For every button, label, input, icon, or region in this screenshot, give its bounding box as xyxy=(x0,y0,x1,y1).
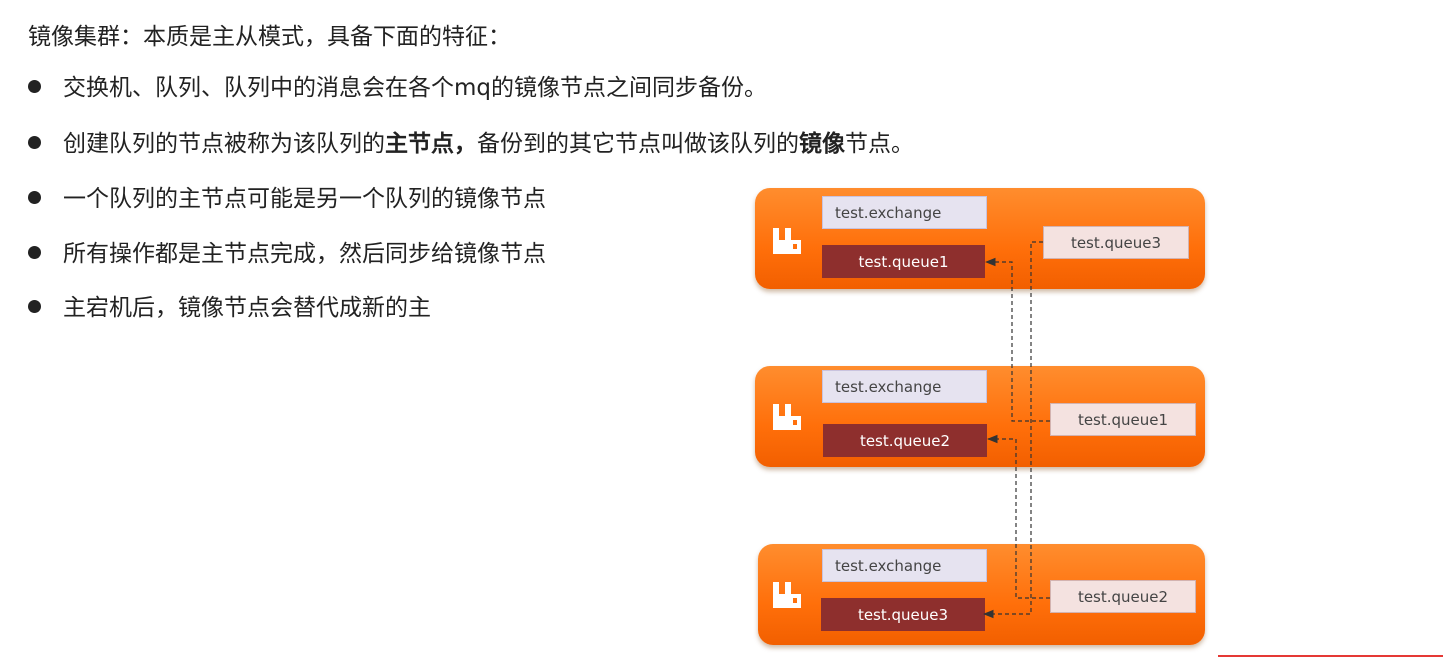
feature-item-4: 所有操作都是主节点完成，然后同步给镜像节点 xyxy=(28,234,546,274)
bullet-dot-icon xyxy=(28,191,41,204)
feature-text: 主宕机后，镜像节点会替代成新的主 xyxy=(63,295,431,321)
rabbitmq-node-2: test.exchange test.queue2 test.queue1 xyxy=(755,366,1205,467)
bullet-dot-icon xyxy=(28,80,41,93)
bottom-accent-line xyxy=(1218,655,1443,657)
feature-text-mid: 备份到的其它节点叫做该队列的 xyxy=(477,131,799,157)
rabbitmq-node-1: test.exchange test.queue1 test.queue3 xyxy=(755,188,1205,289)
bullet-dot-icon xyxy=(28,246,41,259)
feature-item-3: 一个队列的主节点可能是另一个队列的镜像节点 xyxy=(28,179,546,219)
rabbitmq-node-3: test.exchange test.queue3 test.queue2 xyxy=(758,544,1205,645)
feature-text: 一个队列的主节点可能是另一个队列的镜像节点 xyxy=(63,186,546,212)
feature-item-1: 交换机、队列、队列中的消息会在各个mq的镜像节点之间同步备份。 xyxy=(28,68,767,108)
master-queue-box: test.queue3 xyxy=(821,598,985,631)
feature-bold-master: 主节点， xyxy=(385,131,477,157)
feature-text-post: 节点。 xyxy=(845,131,914,157)
rabbitmq-logo-icon xyxy=(773,582,801,608)
feature-text: 所有操作都是主节点完成，然后同步给镜像节点 xyxy=(63,241,546,267)
feature-item-5: 主宕机后，镜像节点会替代成新的主 xyxy=(28,288,431,328)
feature-text: 创建队列的节点被称为该队列的 xyxy=(63,131,385,157)
mirror-queue-box: test.queue1 xyxy=(1050,403,1196,436)
exchange-box: test.exchange xyxy=(822,549,987,582)
master-queue-box: test.queue1 xyxy=(822,245,985,278)
rabbitmq-logo-icon xyxy=(773,228,801,254)
feature-item-2: 创建队列的节点被称为该队列的主节点，备份到的其它节点叫做该队列的镜像节点。 xyxy=(28,124,914,164)
bullet-dot-icon xyxy=(28,136,41,149)
exchange-box: test.exchange xyxy=(822,370,987,403)
mirror-queue-box: test.queue2 xyxy=(1050,580,1196,613)
bullet-dot-icon xyxy=(28,300,41,313)
feature-text: 交换机、队列、队列中的消息会在各个mq的镜像节点之间同步备份。 xyxy=(63,75,768,101)
feature-bold-mirror: 镜像 xyxy=(799,131,845,157)
mirror-queue-box: test.queue3 xyxy=(1043,226,1189,259)
rabbitmq-logo-icon xyxy=(773,404,801,430)
exchange-box: test.exchange xyxy=(822,196,987,229)
page-heading: 镜像集群：本质是主从模式，具备下面的特征： xyxy=(28,24,511,50)
master-queue-box: test.queue2 xyxy=(823,424,987,457)
